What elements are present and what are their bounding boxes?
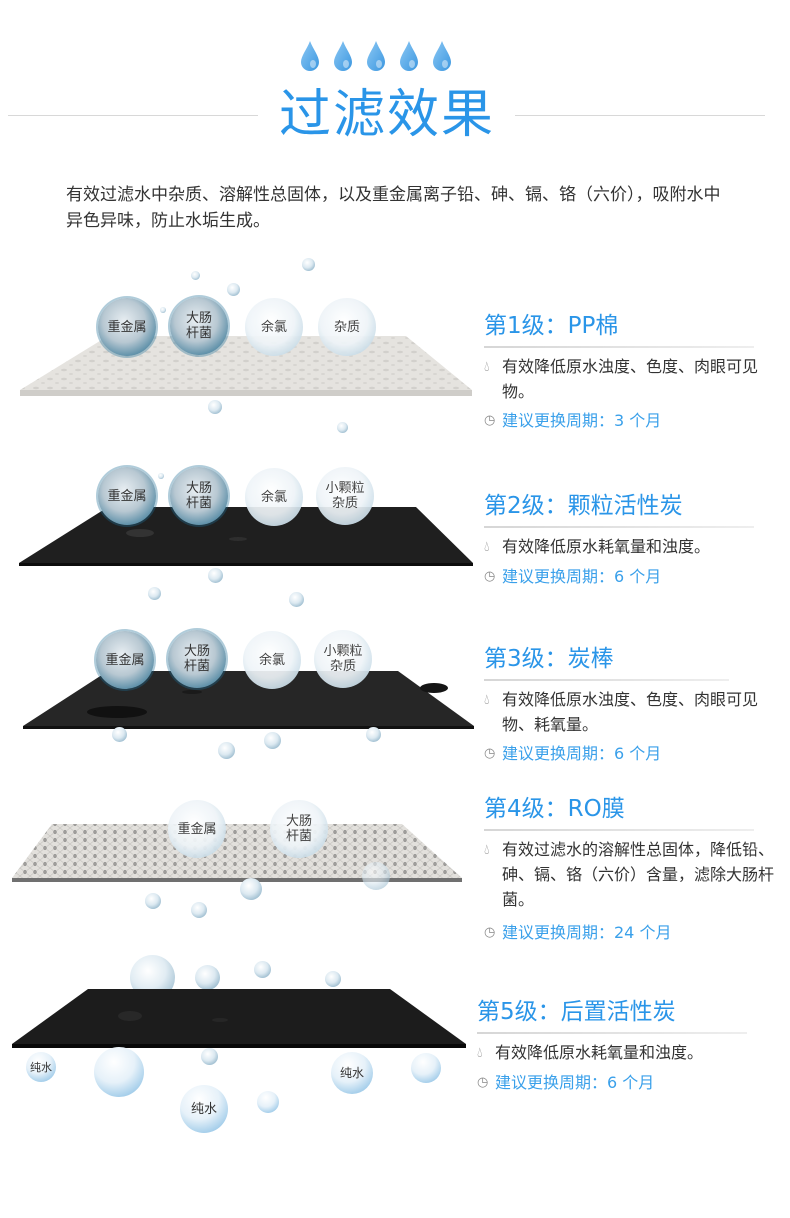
clock-icon: ◷ (484, 413, 496, 428)
stage-2-cycle: 建议更换周期：6 个月 (502, 567, 662, 586)
contaminant-bubble-ecoli: 大肠 杆菌 (270, 800, 328, 858)
water-droplet (195, 965, 220, 990)
pure-water-bubble: 纯水 (180, 1085, 228, 1133)
pp-cotton-plate (18, 330, 474, 400)
water-drop-icon (333, 40, 353, 72)
water-drop-icon: 💧︎ (484, 692, 490, 708)
contaminant-bubble-small-particles: 小颗粒 杂质 (316, 467, 374, 525)
stage-divider (484, 679, 729, 681)
contaminant-bubble-heavy-metal: 重金属 (96, 631, 154, 689)
water-drop-icon (399, 40, 419, 72)
water-droplet (201, 1048, 218, 1065)
water-droplet (160, 307, 166, 313)
water-droplet (191, 271, 200, 280)
granular-carbon-plate (18, 505, 474, 567)
water-droplet (337, 422, 348, 433)
clock-icon: ◷ (477, 1075, 489, 1090)
contaminant-bubble-heavy-metal: 重金属 (168, 800, 226, 858)
water-droplet (112, 727, 127, 742)
stage-5-info: 第5级：后置活性炭 💧︎ 有效降低原水耗氧量和浊度。 ◷ 建议更换周期：6 个月 (477, 996, 777, 1096)
water-droplet (208, 568, 223, 583)
water-droplet (94, 1047, 144, 1097)
water-droplet (325, 971, 341, 987)
stage-1-description: 有效降低原水浊度、色度、肉眼可见物。 (502, 357, 759, 401)
water-droplet (264, 732, 281, 749)
page-title: 过滤效果 (278, 85, 495, 145)
water-droplet (302, 258, 315, 271)
stage-4-description: 有效过滤水的溶解性总固体，降低铅、砷、镉、铬（六价）含量，滤除大肠杆菌。 (502, 840, 775, 909)
clock-icon: ◷ (484, 569, 496, 584)
water-drop-icon (432, 40, 452, 72)
water-droplet (208, 400, 222, 414)
water-droplet (227, 283, 240, 296)
water-drop-icon (300, 40, 320, 72)
water-droplet (254, 961, 271, 978)
water-drop-icon: 💧︎ (484, 842, 490, 858)
water-drop-icon: 💧︎ (484, 539, 490, 555)
contaminant-bubble-chlorine: 余氯 (245, 468, 303, 526)
post-carbon-plate (10, 988, 470, 1050)
contaminant-bubble-chlorine: 余氯 (245, 298, 303, 356)
stage-divider (477, 1032, 747, 1034)
contaminant-bubble-ecoli: 大肠 杆菌 (168, 630, 226, 688)
contaminant-bubble-small-particles: 小颗粒 杂质 (314, 630, 372, 688)
water-droplet (218, 742, 235, 759)
stage-3-title: 第3级：炭棒 (484, 646, 614, 672)
water-drop-icon (366, 40, 386, 72)
water-droplet (411, 1053, 441, 1083)
clock-icon: ◷ (484, 925, 496, 940)
water-drops-row (300, 40, 470, 76)
contaminant-bubble-heavy-metal: 重金属 (98, 298, 156, 356)
stage-3-info: 第3级：炭棒 💧︎ 有效降低原水浊度、色度、肉眼可见物、耗氧量。 ◷ 建议更换周期：… (484, 643, 784, 767)
water-droplet (158, 473, 164, 479)
water-droplet (289, 592, 304, 607)
water-droplet (366, 727, 381, 742)
stage-4-cycle: 建议更换周期：24 个月 (502, 923, 672, 942)
stage-2-info: 第2级：颗粒活性炭 💧︎ 有效降低原水耗氧量和浊度。 ◷ 建议更换周期：6 个月 (484, 490, 784, 590)
stage-1-cycle: 建议更换周期：3 个月 (502, 411, 662, 430)
stage-2-description: 有效降低原水耗氧量和浊度。 (502, 537, 711, 556)
clock-icon: ◷ (484, 746, 496, 761)
stage-1-info: 第1级：PP棉 💧︎ 有效降低原水浊度、色度、肉眼可见物。 ◷ 建议更换周期：3 个… (484, 310, 784, 434)
water-drop-icon: 💧︎ (484, 359, 490, 375)
ro-membrane-plate (10, 820, 466, 884)
stage-divider (484, 346, 754, 348)
stage-4-title: 第4级：RO膜 (484, 796, 625, 822)
contaminant-bubble-heavy-metal: 重金属 (98, 467, 156, 525)
water-droplet (362, 862, 390, 890)
contaminant-bubble-chlorine: 余氯 (243, 631, 301, 689)
stage-3-description: 有效降低原水浊度、色度、肉眼可见物、耗氧量。 (502, 690, 759, 734)
water-droplet (257, 1091, 279, 1113)
title-divider-right (515, 115, 765, 116)
water-droplet (145, 893, 161, 909)
stage-5-title: 第5级：后置活性炭 (477, 999, 676, 1025)
stage-5-description: 有效降低原水耗氧量和浊度。 (495, 1043, 704, 1062)
contaminant-bubble-ecoli: 大肠 杆菌 (170, 297, 228, 355)
stage-divider (484, 526, 754, 528)
contaminant-bubble-ecoli: 大肠 杆菌 (170, 467, 228, 525)
pure-water-bubble: 纯水 (331, 1052, 373, 1094)
water-droplet (240, 878, 262, 900)
water-drop-icon: 💧︎ (477, 1045, 483, 1061)
contaminant-bubble-impurity: 杂质 (318, 298, 376, 356)
water-droplet (148, 587, 161, 600)
stage-2-title: 第2级：颗粒活性炭 (484, 493, 683, 519)
title-divider-left (8, 115, 258, 116)
pure-water-bubble: 纯水 (26, 1052, 56, 1082)
water-droplet (191, 902, 207, 918)
stage-divider (484, 829, 754, 831)
carbon-rod-plate (22, 670, 474, 732)
intro-text: 有效过滤水中杂质、溶解性总固体，以及重金属离子铅、砷、镉、铬（六价），吸附水中异… (66, 185, 721, 231)
stage-1-title: 第1级：PP棉 (484, 313, 619, 339)
stage-4-info: 第4级：RO膜 💧︎ 有效过滤水的溶解性总固体，降低铅、砷、镉、铬（六价）含量，滤… (484, 793, 784, 946)
stage-3-cycle: 建议更换周期：6 个月 (502, 744, 662, 763)
stage-5-cycle: 建议更换周期：6 个月 (495, 1073, 655, 1092)
